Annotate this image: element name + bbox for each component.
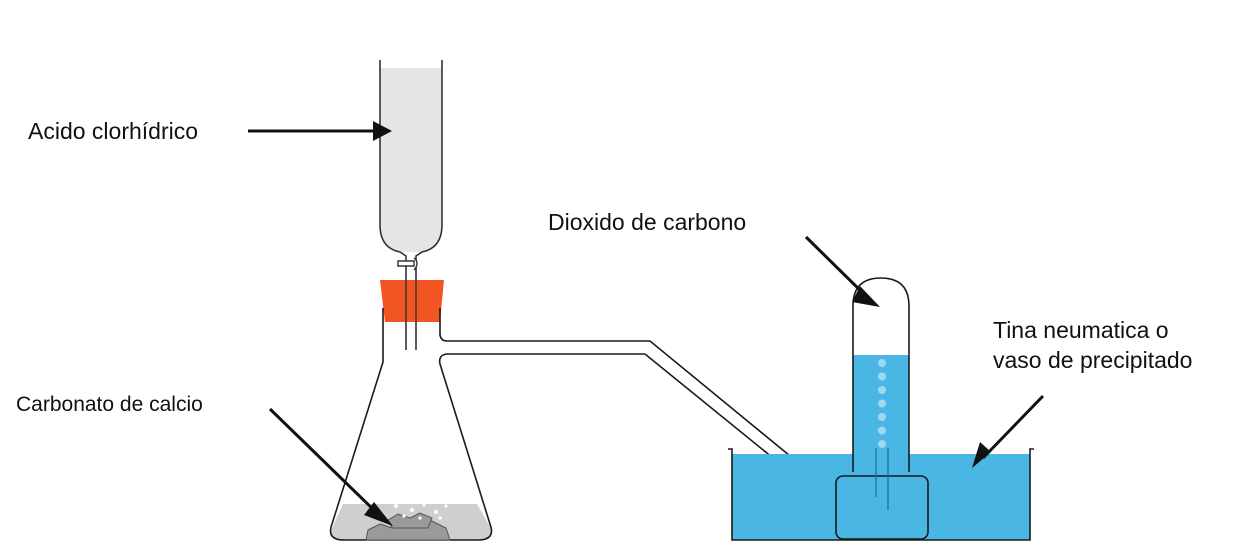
stopcock-icon: [397, 257, 418, 271]
gas-bubbles: [878, 359, 886, 448]
gas-bubble: [878, 440, 886, 448]
flask-bubbles: [394, 498, 448, 520]
dropping-funnel: [379, 60, 443, 350]
gas-bubble: [878, 372, 886, 381]
tube-base: [835, 475, 929, 540]
funnel-acid-liquid: [380, 68, 442, 252]
arrow-tub-head: [972, 442, 991, 468]
gas-bubble: [878, 426, 886, 435]
gas-bubble: [878, 386, 886, 394]
arrow-carbonate-head: [364, 502, 393, 526]
arrow-co2-head: [852, 286, 880, 307]
collection-tube: [835, 277, 929, 540]
label-co2: Dioxido de carbono: [548, 209, 747, 235]
arrow-co2: [804, 235, 870, 300]
label-tub-line1: Tina neumatica o: [993, 317, 1169, 343]
rubber-stopper: [380, 280, 444, 322]
gas-bubble: [878, 359, 886, 367]
arrow-tub: [981, 394, 1045, 460]
trough-outline: [728, 448, 1034, 541]
label-tub-line2: vaso de precipitado: [993, 347, 1193, 373]
tube-outline: [852, 277, 910, 472]
gas-bubble: [878, 399, 886, 408]
erlenmeyer-flask: [329, 308, 880, 541]
gas-bubble: [878, 413, 886, 421]
label-acid: Acido clorhídrico: [28, 118, 199, 144]
tube-water: [853, 355, 909, 465]
flask-neck-right: [439, 308, 878, 498]
arrow-carbonate: [268, 407, 382, 518]
arrow-acid-head: [373, 121, 392, 141]
funnel-body: [379, 60, 443, 350]
calcium-carbonate-pieces: [365, 512, 451, 541]
delivery-tube-end: [875, 448, 889, 510]
flask-outline: [329, 308, 880, 541]
label-carbonate: Carbonato de calcio: [16, 393, 203, 416]
